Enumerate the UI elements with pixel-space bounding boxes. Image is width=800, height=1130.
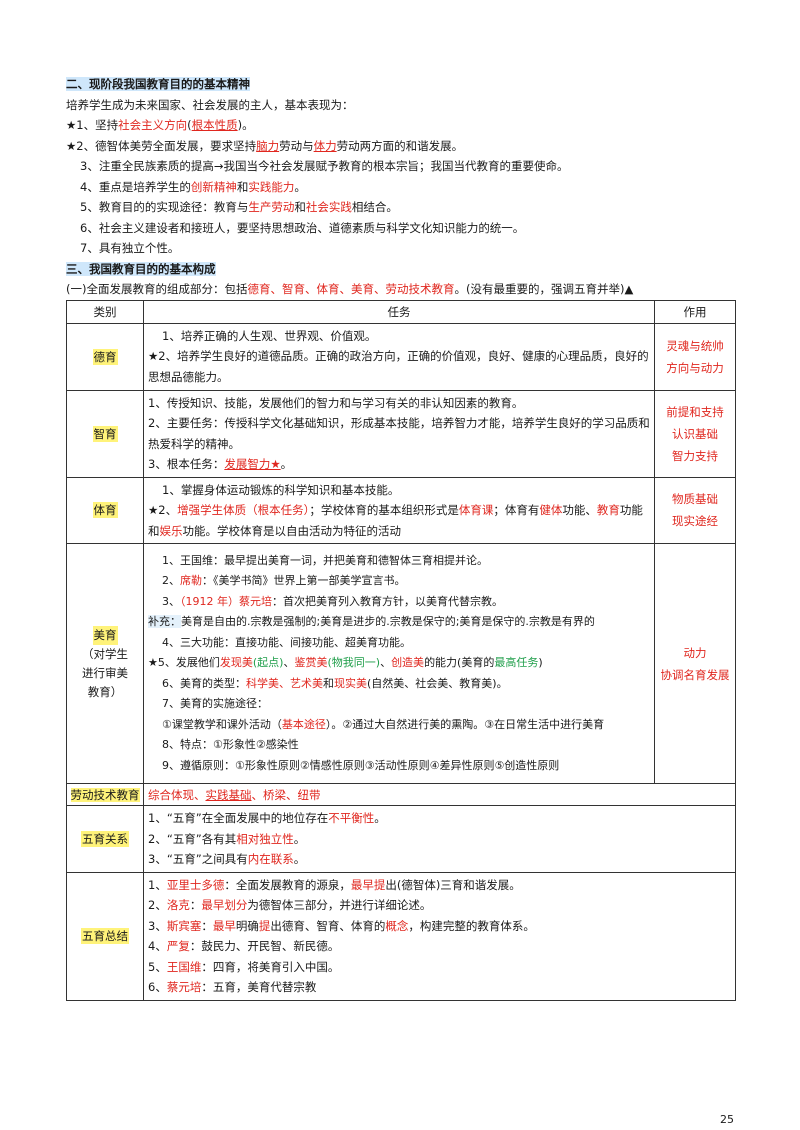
point-2: ★2、德智体美劳全面发展，要求坚持脑力劳动与体力劳动两方面的和谐发展。 (66, 138, 464, 153)
point-4: 4、重点是培养学生的创新精神和实践能力。 (80, 179, 306, 194)
category-summary: 五育总结 (66, 871, 144, 1001)
role-zhiyu: 前提和支持认识基础智力支持 (654, 389, 736, 478)
category-laodong: 劳动技术教育 (66, 783, 144, 806)
table-header-row: 类别 任务 作用 (66, 299, 736, 324)
table-row-deyu: 德育 1、培养正确的人生观、世界观、价值观。 ★2、培养学生良好的道德品质。正确… (66, 322, 736, 391)
point-6: 6、社会主义建设者和接班人，要坚持思想政治、道德素质与科学文化知识能力的统一。 (80, 220, 525, 235)
section-heading-2: 二、现阶段我国教育目的的基本精神 (66, 77, 250, 91)
task-tiyu: 1、掌握身体运动锻炼的科学知识和基本技能。 ★2、增强学生体质（根本任务）；学校… (143, 476, 655, 544)
category-meiyu: 美育 （对学生 进行审美 教育） (66, 543, 144, 784)
point-5: 5、教育目的的实现途径：教育与生产劳动和社会实践相结合。 (80, 200, 398, 214)
table-row-summary: 五育总结 1、亚里士多德：全面发展教育的源泉，最早提出(德智体)三育和谐发展。 … (66, 871, 736, 1001)
task-deyu: 1、培养正确的人生观、世界观、价值观。 ★2、培养学生良好的道德品质。正确的政治… (143, 322, 655, 391)
task-laodong: 综合体现、实践基础、桥梁、纽带 (143, 783, 736, 806)
task-summary: 1、亚里士多德：全面发展教育的源泉，最早提出(德智体)三育和谐发展。 2、洛克：… (143, 871, 736, 1001)
role-meiyu: 动力协调名育发展 (654, 543, 736, 784)
document-page: 二、现阶段我国教育目的的基本精神 培养学生成为未来国家、社会发展的主人，基本表现… (66, 74, 736, 1001)
header-type: 类别 (66, 299, 144, 324)
category-relation: 五育关系 (66, 805, 144, 873)
point-1: ★1、坚持社会主义方向(根本性质)。 (66, 118, 254, 132)
role-deyu: 灵魂与统帅方向与动力 (654, 322, 736, 391)
category-deyu: 德育 (66, 322, 144, 391)
intro-text: 培养学生成为未来国家、社会发展的主人，基本表现为： (66, 97, 354, 112)
point-3: 3、注重全民族素质的提高→我国当今社会发展赋予教育的根本宗旨；我国当代教育的重要… (80, 159, 569, 173)
header-role: 作用 (654, 299, 736, 324)
task-meiyu: 1、王国维：最早提出美育一词，并把美育和德智体三育相提并论。 2、席勒：《美学书… (143, 543, 655, 784)
role-tiyu: 物质基础现实途经 (654, 476, 736, 544)
category-tiyu: 体育 (66, 476, 144, 544)
header-task: 任务 (143, 299, 655, 324)
education-table: 类别 任务 作用 德育 1、培养正确的人生观、世界观、价值观。 ★2、培养学生良… (66, 299, 736, 1001)
task-relation: 1、“五育”在全面发展中的地位存在不平衡性。 2、“五育”各有其相对独立性。 3… (143, 805, 736, 873)
point-7: 7、具有独立个性。 (80, 241, 180, 255)
table-row-meiyu: 美育 （对学生 进行审美 教育） 1、王国维：最早提出美育一词，并把美育和德智体… (66, 543, 736, 784)
section-heading-3: 三、我国教育目的的基本构成 (66, 261, 216, 276)
table-row-tiyu: 体育 1、掌握身体运动锻炼的科学知识和基本技能。 ★2、增强学生体质（根本任务）… (66, 476, 736, 544)
subheading: (一)全面发展教育的组成部分：包括德育、智育、体育、美育、劳动技术教育。(没有最… (66, 282, 634, 296)
task-zhiyu: 1、传授知识、技能，发展他们的智力和与学习有关的非认知因素的教育。 2、主要任务… (143, 389, 655, 478)
table-row-zhiyu: 智育 1、传授知识、技能，发展他们的智力和与学习有关的非认知因素的教育。 2、主… (66, 389, 736, 478)
table-row-laodong: 劳动技术教育 综合体现、实践基础、桥梁、纽带 (66, 783, 736, 806)
category-zhiyu: 智育 (66, 389, 144, 478)
table-row-relation: 五育关系 1、“五育”在全面发展中的地位存在不平衡性。 2、“五育”各有其相对独… (66, 805, 736, 873)
page-number: 25 (720, 1113, 734, 1126)
